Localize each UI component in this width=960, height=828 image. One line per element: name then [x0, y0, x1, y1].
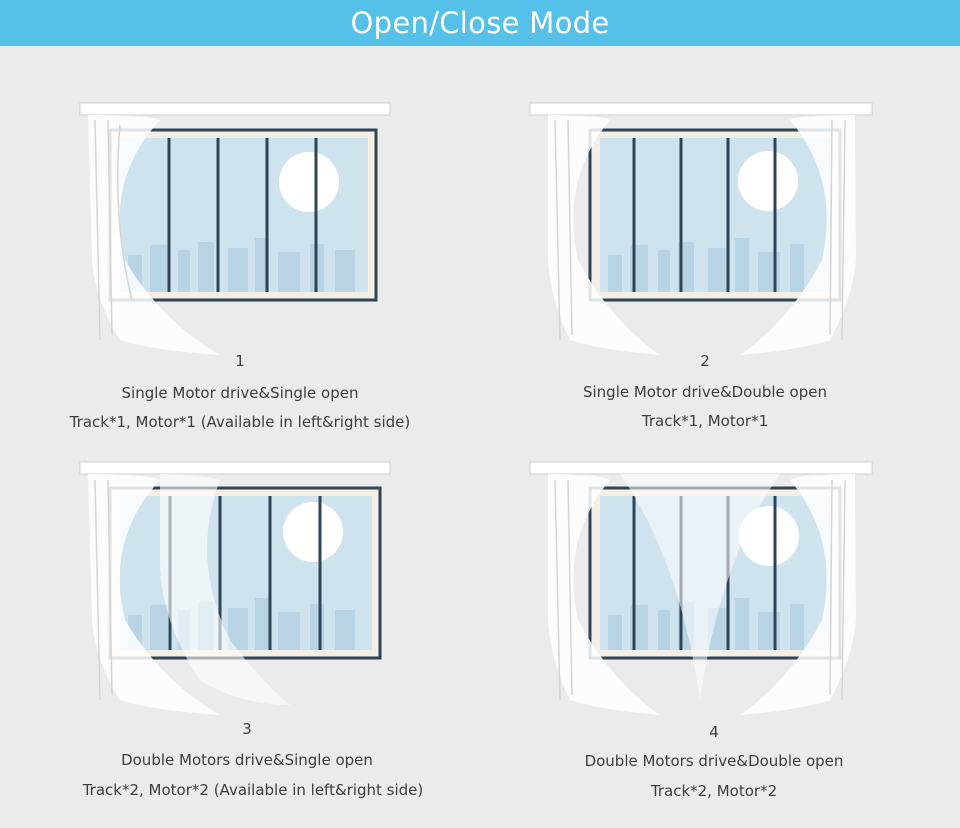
mode-panel-1: 1 Single Motor drive&Single open Track*1…	[0, 0, 480, 431]
page-title: Open/Close Mode	[350, 6, 610, 40]
mode-spec: Track*2, Motor*2	[650, 782, 778, 800]
mode-panel-3: 3 Double Motors drive&Single open Track*…	[0, 360, 480, 799]
mode-panel-4: 4 Double Motors drive&Double open Track*…	[460, 360, 940, 800]
mode-panel-2: 2 Single Motor drive&Double open Track*1…	[460, 0, 940, 430]
mode-description: Double Motors drive&Single open	[121, 751, 373, 769]
title-banner: Open/Close Mode	[0, 0, 960, 46]
window-double-motor-double-open-illustration	[529, 461, 873, 715]
window-double-motor-single-open-illustration	[79, 461, 391, 715]
mode-number: 2	[700, 352, 710, 370]
window-double-open-illustration	[529, 102, 873, 355]
window-single-open-illustration	[79, 102, 391, 355]
mode-spec: Track*2, Motor*2 (Available in left&righ…	[82, 781, 424, 799]
mode-description: Single Motor drive&Double open	[582, 383, 827, 401]
mode-description: Single Motor drive&Single open	[121, 384, 359, 402]
mode-number: 4	[709, 723, 719, 741]
mode-spec: Track*1, Motor*1 (Available in left&righ…	[69, 413, 411, 431]
mode-description: Double Motors drive&Double open	[584, 752, 844, 770]
mode-spec: Track*1, Motor*1	[641, 412, 769, 430]
mode-number: 3	[242, 720, 252, 738]
mode-number: 1	[235, 352, 245, 370]
